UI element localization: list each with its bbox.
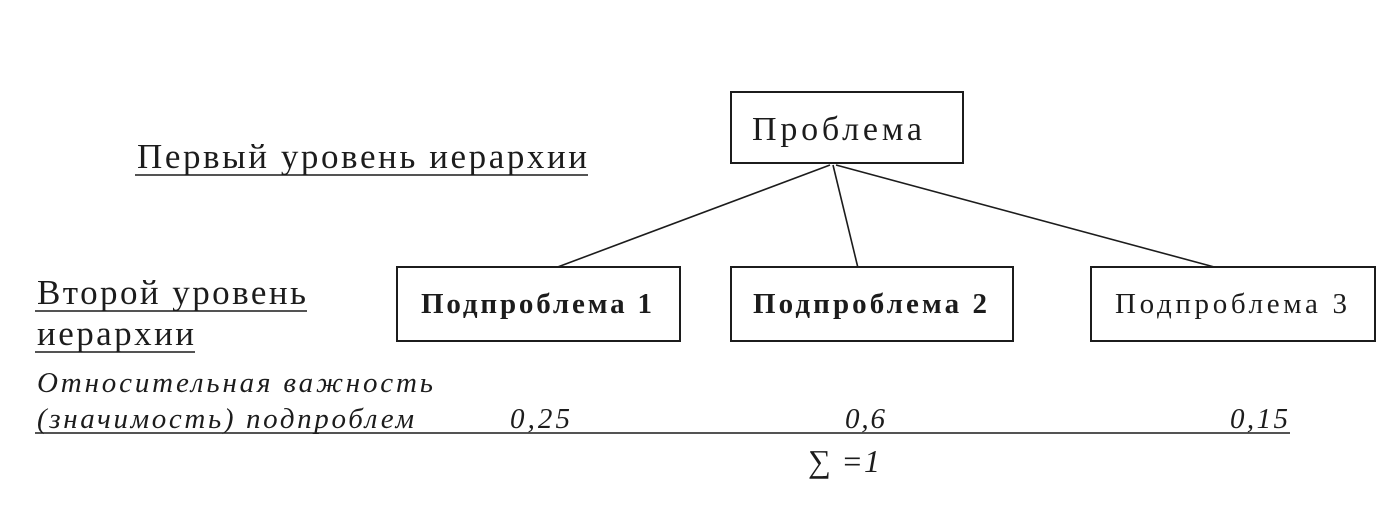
problem-box bbox=[730, 91, 964, 164]
subproblem-2-box bbox=[730, 266, 1014, 342]
weight-subproblem-3: 0,15 bbox=[1230, 403, 1288, 435]
subproblem-3-label: Подпроблема 3 bbox=[1115, 288, 1347, 320]
connector-subproblem-1 bbox=[554, 164, 831, 269]
subproblem-1-box bbox=[396, 266, 681, 342]
connector-subproblem-3 bbox=[835, 164, 1219, 269]
subproblem-2-label: Подпроблема 2 bbox=[753, 288, 987, 320]
connector-subproblem-2 bbox=[832, 164, 859, 269]
weight-subproblem-2: 0,6 bbox=[845, 403, 886, 435]
importance-label-line1: Относительная важность bbox=[37, 367, 433, 399]
weight-subproblem-1: 0,25 bbox=[510, 403, 570, 435]
weights-sum: ∑ =1 bbox=[808, 443, 880, 479]
first-level-label: Первый уровень иерархии bbox=[137, 137, 587, 176]
importance-label-line2: (значимость) подпроблем bbox=[37, 403, 414, 435]
subproblem-3-box bbox=[1090, 266, 1376, 342]
problem-label: Проблема bbox=[752, 111, 922, 148]
subproblem-1-label: Подпроблема 1 bbox=[421, 288, 652, 320]
second-level-label-line1: Второй уровень bbox=[37, 273, 306, 312]
second-level-label-line2: иерархии bbox=[37, 314, 194, 353]
